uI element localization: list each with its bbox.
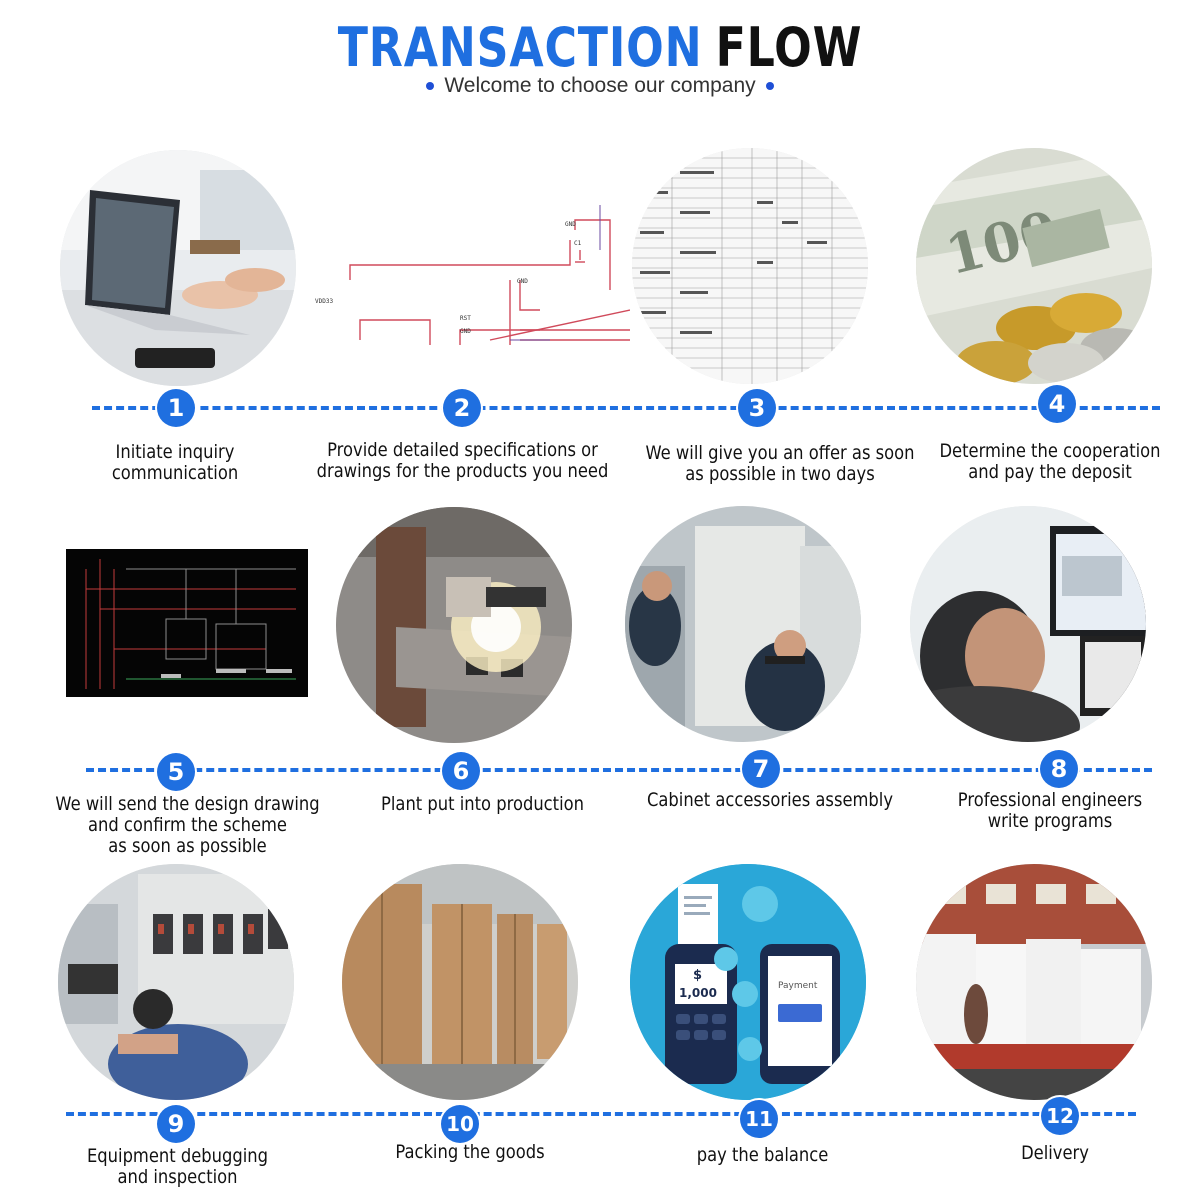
step-9-label: Equipment debugging and inspection (86, 1145, 269, 1188)
step-2-image-schematic: VDD33 GND GND C1 RST GND (310, 190, 630, 360)
schematic-label: C1 (574, 240, 582, 247)
step-7-number-badge: 7 (742, 750, 780, 788)
step-11-label: pay the balance (696, 1144, 829, 1166)
step-6-label: Plant put into production (381, 793, 584, 815)
title-blue-word: TRANSACTION (337, 16, 703, 79)
step-10-image-packing (342, 864, 578, 1100)
subtitle-text: Welcome to choose our company (444, 74, 756, 97)
step-4-image-money: 100 (916, 148, 1152, 384)
step-8-image-programming (910, 506, 1146, 742)
step-12-image-delivery (916, 864, 1152, 1100)
step-7-label: Cabinet accessories assembly (646, 789, 894, 811)
timeline-row-2 (86, 768, 1152, 772)
step-7-image-assembly (625, 506, 861, 742)
schematic-label: VDD33 (315, 298, 333, 305)
step-3-label: We will give you an offer as soon as pos… (645, 442, 915, 485)
step-5-label: We will send the design drawing and conf… (55, 793, 320, 857)
schematic-label: GND (460, 328, 471, 335)
schematic-label: GND (565, 221, 576, 228)
step-4-number-badge: 4 (1038, 385, 1076, 423)
step-2-label: Provide detailed specifications or drawi… (316, 439, 609, 482)
title-black-word: FLOW (715, 16, 863, 79)
step-12-number-badge: 12 (1041, 1097, 1079, 1135)
bullet-dot-icon (765, 82, 774, 91)
step-11-number-badge: 11 (740, 1100, 778, 1138)
step-4-label: Determine the cooperation and pay the de… (939, 440, 1161, 483)
step-5-number-badge: 5 (157, 753, 195, 791)
step-10-number-badge: 10 (441, 1105, 479, 1143)
schematic-label: RST (460, 315, 471, 322)
schematic-label: GND (517, 278, 528, 285)
step-6-number-badge: 6 (442, 752, 480, 790)
phone-screen-text: Payment (778, 981, 818, 991)
pos-currency-symbol: $ (693, 968, 702, 983)
step-2-number-badge: 2 (443, 389, 481, 427)
step-9-image-debugging (58, 864, 294, 1100)
pos-amount-text: 1,000 (679, 986, 717, 1000)
timeline-row-3 (66, 1112, 1136, 1116)
step-3-image-spreadsheet (632, 148, 868, 384)
step-8-label: Professional engineers write programs (957, 789, 1143, 832)
step-5-image-cad-drawing (66, 549, 308, 697)
timeline-row-1 (92, 406, 1160, 410)
page-subtitle: Welcome to choose our company (0, 74, 1200, 98)
step-11-image-payment: $ 1,000 Payment (630, 864, 866, 1100)
bullet-dot-icon (426, 82, 435, 91)
step-9-number-badge: 9 (157, 1105, 195, 1143)
step-12-label: Delivery (1021, 1142, 1089, 1164)
step-6-image-production (336, 507, 572, 743)
step-8-number-badge: 8 (1040, 750, 1078, 788)
step-3-number-badge: 3 (738, 389, 776, 427)
step-1-number-badge: 1 (157, 389, 195, 427)
step-1-image-laptop (60, 150, 296, 386)
step-1-label: Initiate inquiry communication (111, 441, 239, 484)
step-10-label: Packing the goods (395, 1141, 545, 1163)
